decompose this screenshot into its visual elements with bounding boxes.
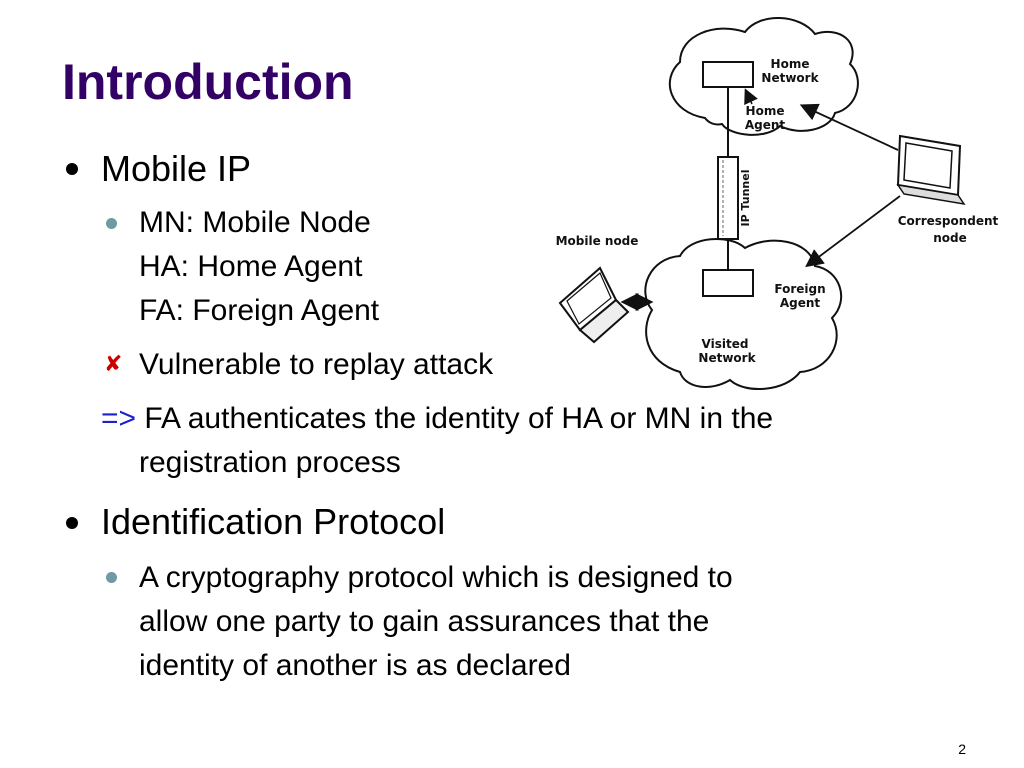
home-network-label-2: Network <box>761 71 819 85</box>
bullet-vulnerable: Vulnerable to replay attack <box>139 348 494 381</box>
sub-bullet-dot <box>106 218 117 229</box>
bullet-dot <box>66 163 78 175</box>
crypto-line-1: A cryptography protocol which is designe… <box>139 561 733 594</box>
correspondent-computer-icon <box>896 134 966 206</box>
cross-icon: ✘ <box>104 351 123 376</box>
bullet-mn: MN: Mobile Node <box>139 206 371 239</box>
bullet-identification: Identification Protocol <box>101 501 446 542</box>
home-agent-box <box>702 61 754 88</box>
conclusion-text-2: registration process <box>139 446 401 479</box>
visited-network-label-1: Visited <box>702 337 749 351</box>
sub-bullet-dot <box>106 572 117 583</box>
home-agent-label-1: Home <box>746 104 785 118</box>
bullet-mobile-ip: Mobile IP <box>101 148 252 189</box>
foreign-agent-label-2: Agent <box>780 296 821 310</box>
bullet-ha: HA: Home Agent <box>139 250 363 283</box>
home-network-label-1: Home <box>771 57 810 71</box>
mobile-node-laptop-icon <box>558 266 630 344</box>
visited-network-label-2: Network <box>698 351 756 365</box>
conclusion-line: => FA authenticates the identity of HA o… <box>101 397 773 441</box>
conclusion-text-1: FA authenticates the identity of HA or M… <box>136 402 774 435</box>
correspondent-label-2: node <box>933 231 967 245</box>
bullet-fa: FA: Foreign Agent <box>139 294 380 327</box>
foreign-agent-box <box>702 269 754 297</box>
arrow-marker: => <box>101 402 137 435</box>
mobile-node-label: Mobile node <box>556 234 639 248</box>
page-number: 2 <box>958 741 966 757</box>
bullet-dot <box>66 517 78 529</box>
foreign-agent-label-1: Foreign <box>774 282 825 296</box>
slide-title: Introduction <box>62 54 354 110</box>
ip-tunnel-label: IP Tunnel <box>739 169 752 226</box>
correspondent-label-1: Correspondent <box>898 214 999 228</box>
home-agent-label-2: Agent <box>745 118 786 132</box>
ip-tunnel <box>717 156 739 240</box>
crypto-line-3: identity of another is as declared <box>139 649 571 682</box>
crypto-line-2: allow one party to gain assurances that … <box>139 605 710 638</box>
